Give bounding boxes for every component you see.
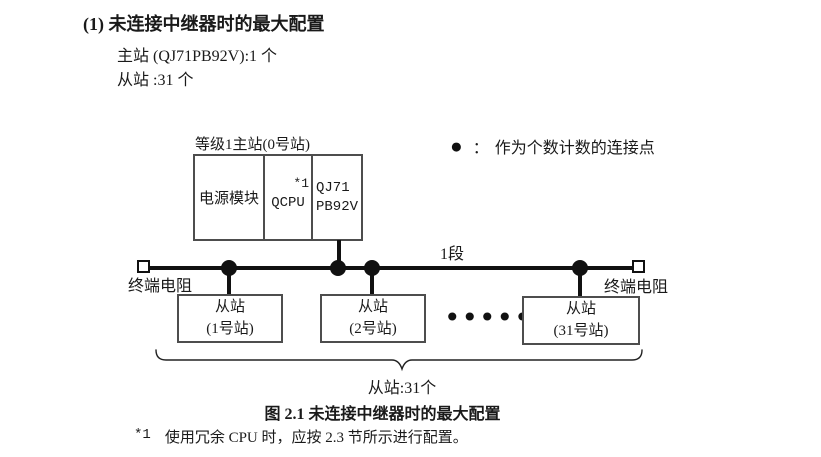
slave-station-box-1: 从站 (1号站) — [177, 294, 283, 343]
power-module-cell: 电源模块 — [195, 156, 265, 239]
master-drop-line — [337, 240, 341, 268]
legend-colon: ： — [472, 140, 489, 157]
power-module-label: 电源模块 — [198, 191, 259, 207]
qcpu-label: QCPU — [271, 194, 305, 211]
slave-station-box-31: 从站 (31号站) — [522, 296, 640, 345]
segment-label: 1段 — [440, 246, 465, 263]
ellipsis-dots: •••••• — [444, 301, 550, 334]
page-heading: (1) 未连接中继器时的最大配置 — [83, 14, 325, 34]
slave1-label-line2: (1号站) — [206, 320, 254, 337]
slave31-drop-line — [578, 267, 582, 298]
qj71-label-line2: PB92V — [316, 198, 359, 215]
connection-point-icon: ● — [450, 133, 463, 158]
connection-dot — [221, 260, 237, 276]
slave-station-box-2: 从站 (2号站) — [320, 294, 426, 343]
figure-caption: 图 2.1 未连接中继器时的最大配置 — [264, 406, 501, 423]
footnote-text: 使用冗余 CPU 时，应按 2.3 节所示进行配置。 — [164, 430, 468, 446]
slave31-label-line1: 从站 — [565, 300, 596, 317]
footnote-marker: *1 — [134, 427, 151, 443]
footnote: *1 使用冗余 CPU 时，应按 2.3 节所示进行配置。 — [134, 426, 468, 447]
terminator-left-label: 终端电阻 — [128, 278, 193, 295]
bus-line — [150, 266, 635, 270]
slave-count-line: 从站 :31 个 — [117, 72, 194, 89]
brace — [155, 349, 643, 372]
connection-dot — [572, 260, 588, 276]
slave2-label-line1: 从站 — [357, 298, 388, 315]
slave31-label-line2: (31号站) — [553, 322, 609, 339]
connection-dot — [330, 260, 346, 276]
connection-dot — [364, 260, 380, 276]
slave1-label-line1: 从站 — [214, 298, 245, 315]
legend: ● ： 作为个数计数的连接点 — [450, 134, 655, 158]
qcpu-cell: *1 QCPU — [265, 156, 313, 239]
slave2-drop-line — [370, 267, 374, 296]
master-count-line: 主站 (QJ71PB92V):1 个 — [117, 48, 278, 65]
master-station-label: 等级1主站(0号站) — [195, 137, 310, 153]
qcpu-footnote-marker: *1 — [293, 176, 309, 191]
terminator-right-label: 终端电阻 — [604, 279, 669, 296]
slave1-drop-line — [227, 267, 231, 296]
terminator-right-icon — [632, 260, 645, 273]
master-station-box: 电源模块 *1 QCPU QJ71 PB92V — [193, 154, 363, 241]
slave2-label-line2: (2号站) — [349, 320, 397, 337]
qj71-label-line1: QJ71 — [316, 179, 350, 196]
terminator-left-icon — [137, 260, 150, 273]
legend-text: 作为个数计数的连接点 — [494, 140, 655, 157]
slave-total-label: 从站:31个 — [367, 380, 437, 397]
qj71pb92v-cell: QJ71 PB92V — [313, 156, 361, 239]
